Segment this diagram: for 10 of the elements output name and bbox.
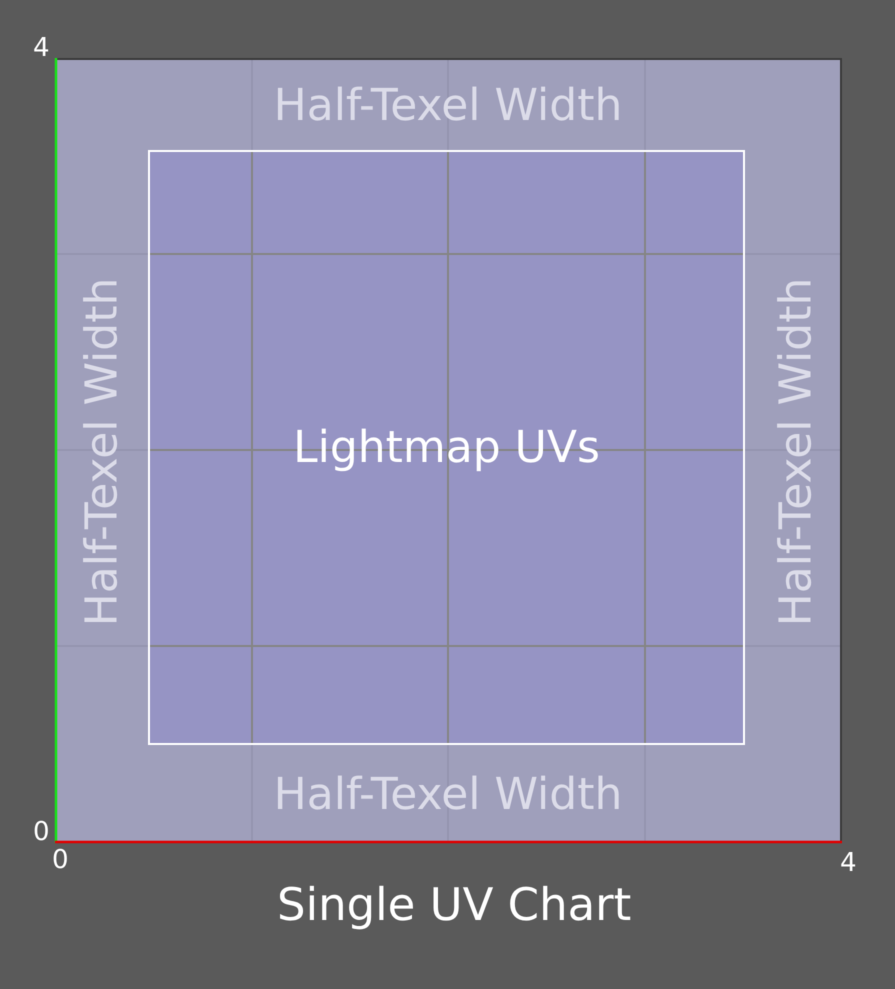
chart-caption: Single UV Chart [277, 882, 632, 927]
uv-chart-square [56, 58, 842, 843]
margin-label: Half-Texel Width [274, 772, 622, 816]
axis-tick-label: 4 [33, 35, 50, 61]
margin-label: Half-Texel Width [774, 277, 818, 626]
axis-tick-label: 0 [52, 847, 69, 873]
axis-tick-label: 0 [33, 819, 50, 845]
margin-label: Half-Texel Width [80, 277, 124, 626]
axis-tick-label: 4 [840, 850, 857, 876]
margin-label: Half-Texel Width [274, 84, 622, 128]
